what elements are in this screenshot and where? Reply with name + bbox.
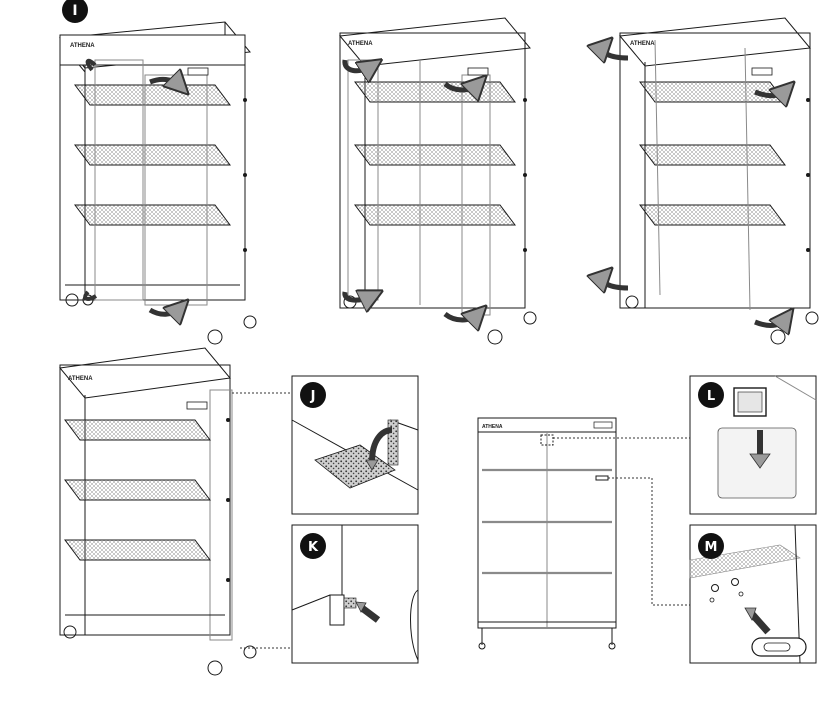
push-arrow-icon [749, 611, 771, 635]
rotate-arrow-icon [443, 84, 478, 90]
rotate-arrow-icon [602, 276, 629, 288]
model-badge-4 [186, 401, 208, 410]
step-badge-j: J [310, 389, 316, 404]
rotate-arrow-icon [602, 46, 629, 58]
inset-j: J [291, 375, 419, 515]
rotate-arrow-icon [85, 58, 97, 72]
step-badge-k: K [308, 540, 319, 555]
down-arrow-icon [749, 453, 771, 469]
rotate-arrow-icon [149, 79, 180, 86]
inset-m: M [689, 524, 817, 664]
brand-label-4: ATHENA [68, 376, 93, 382]
rotate-arrow-icon [342, 292, 372, 300]
step-badge-i: I [62, 0, 88, 23]
step-badge-l: L [707, 389, 715, 404]
rotate-arrow-icon [443, 314, 478, 320]
callout-leader-m [608, 477, 690, 606]
cabinet-bottom-left [59, 347, 257, 676]
rotate-arrow-icon [342, 60, 372, 71]
brand-label-1: ATHENA [70, 43, 95, 49]
rotate-arrow-icon [148, 308, 180, 314]
cabinet-right [619, 17, 819, 345]
step-i-cabinet-left [59, 21, 257, 345]
rotate-arrow-icon [754, 90, 786, 96]
brand-label-2: ATHENA [348, 41, 373, 47]
rotate-arrow-icon [83, 290, 98, 301]
rotate-arrow-icon [754, 318, 786, 325]
brand-label-3: ATHENA [630, 41, 655, 47]
model-badge-5 [593, 421, 613, 429]
inset-k: K [291, 524, 419, 664]
model-badge-2 [467, 67, 489, 76]
model-badge-3 [751, 67, 773, 76]
step-badge-m: M [705, 540, 718, 555]
brand-label-5: ATHENA [482, 424, 503, 430]
push-arrow-icon [359, 605, 381, 623]
rotate-arrow-icon [369, 427, 393, 463]
svg-text:I: I [72, 3, 77, 19]
cabinet-front-view [477, 417, 617, 650]
inset-l: L [689, 375, 817, 515]
model-badge-1 [187, 67, 209, 76]
controller-module [751, 637, 807, 657]
